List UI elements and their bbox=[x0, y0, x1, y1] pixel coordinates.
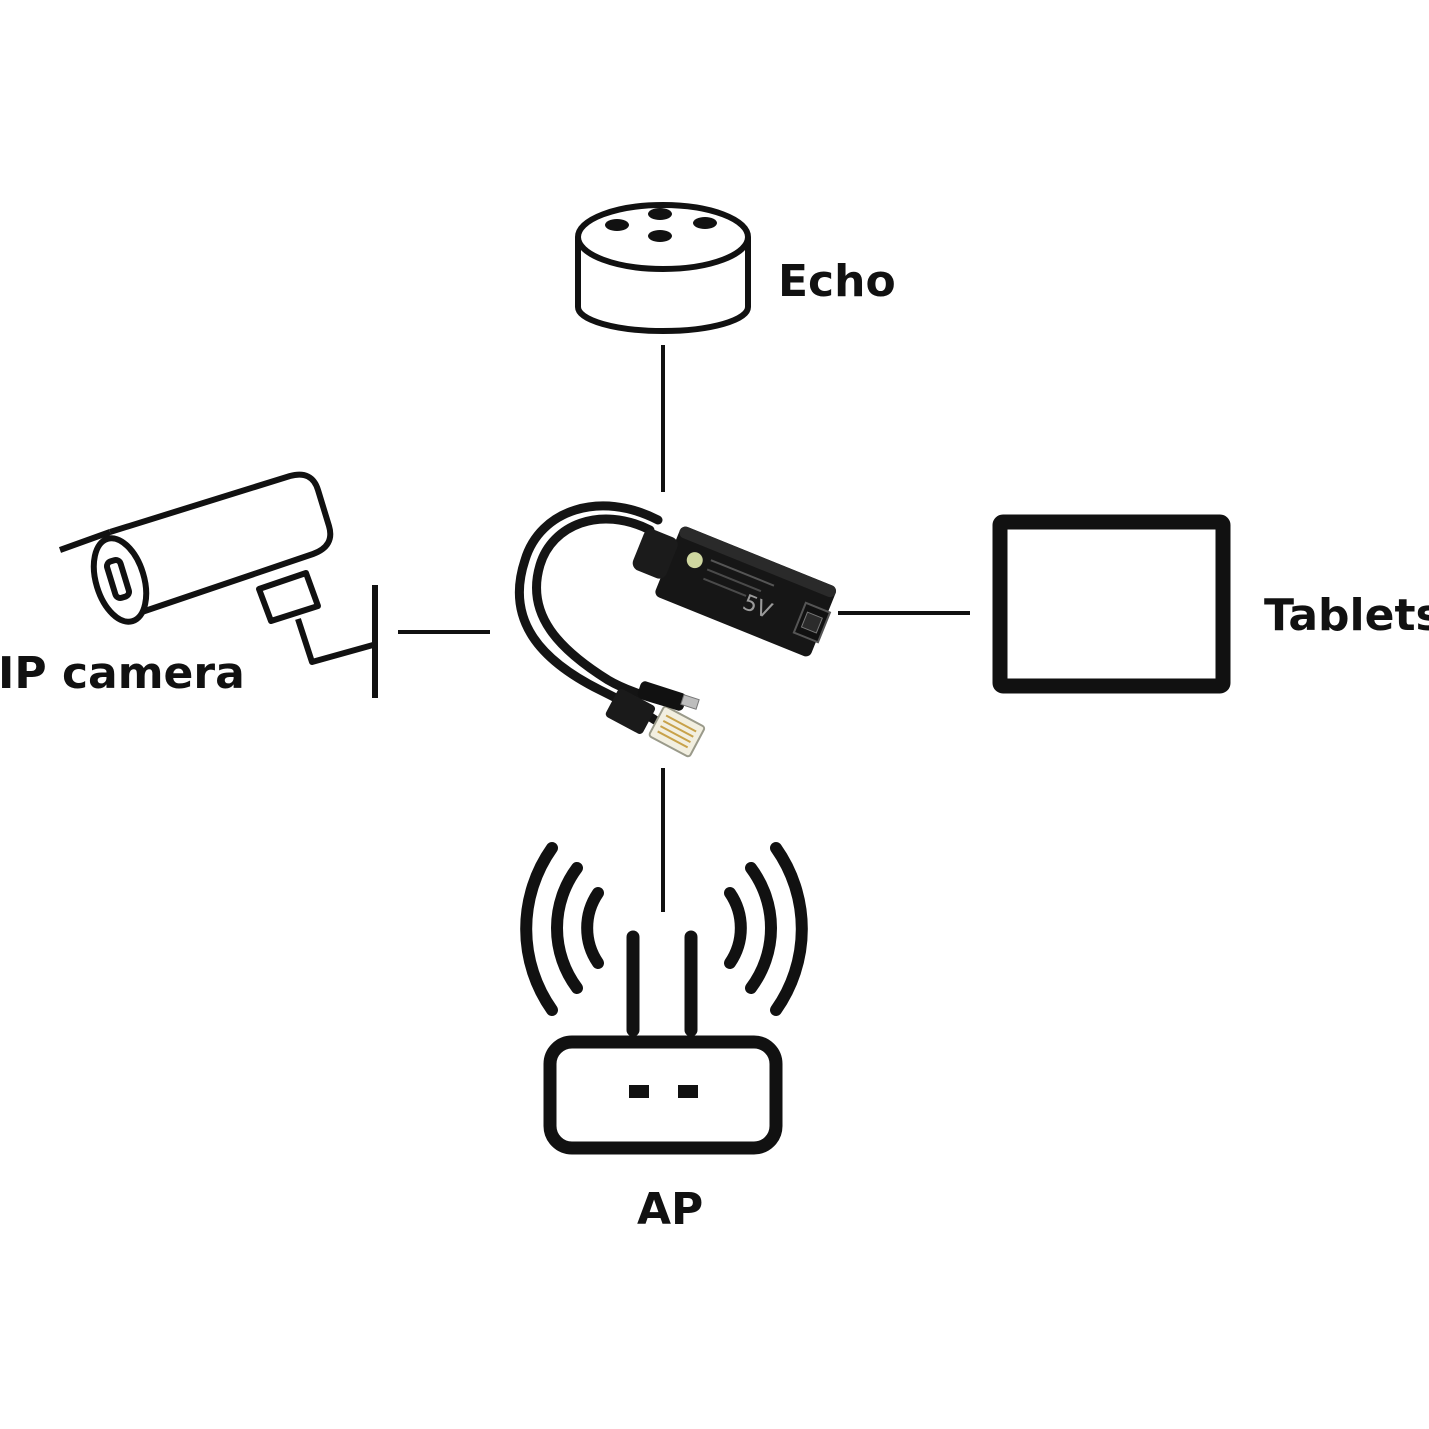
wifi-router-icon bbox=[520, 842, 808, 1155]
security-camera-icon bbox=[58, 471, 378, 698]
tablet-icon bbox=[992, 514, 1231, 694]
ap-label: AP bbox=[637, 1184, 703, 1235]
micro-usb-plug bbox=[637, 681, 700, 711]
ip-camera-label: IP camera bbox=[0, 648, 245, 699]
smart-speaker-icon bbox=[575, 202, 751, 334]
tablets-label: Tablets bbox=[1264, 590, 1429, 641]
poe-splitter-icon: 5V bbox=[514, 501, 837, 758]
rj45-plug bbox=[605, 688, 706, 758]
echo-label: Echo bbox=[778, 256, 896, 307]
